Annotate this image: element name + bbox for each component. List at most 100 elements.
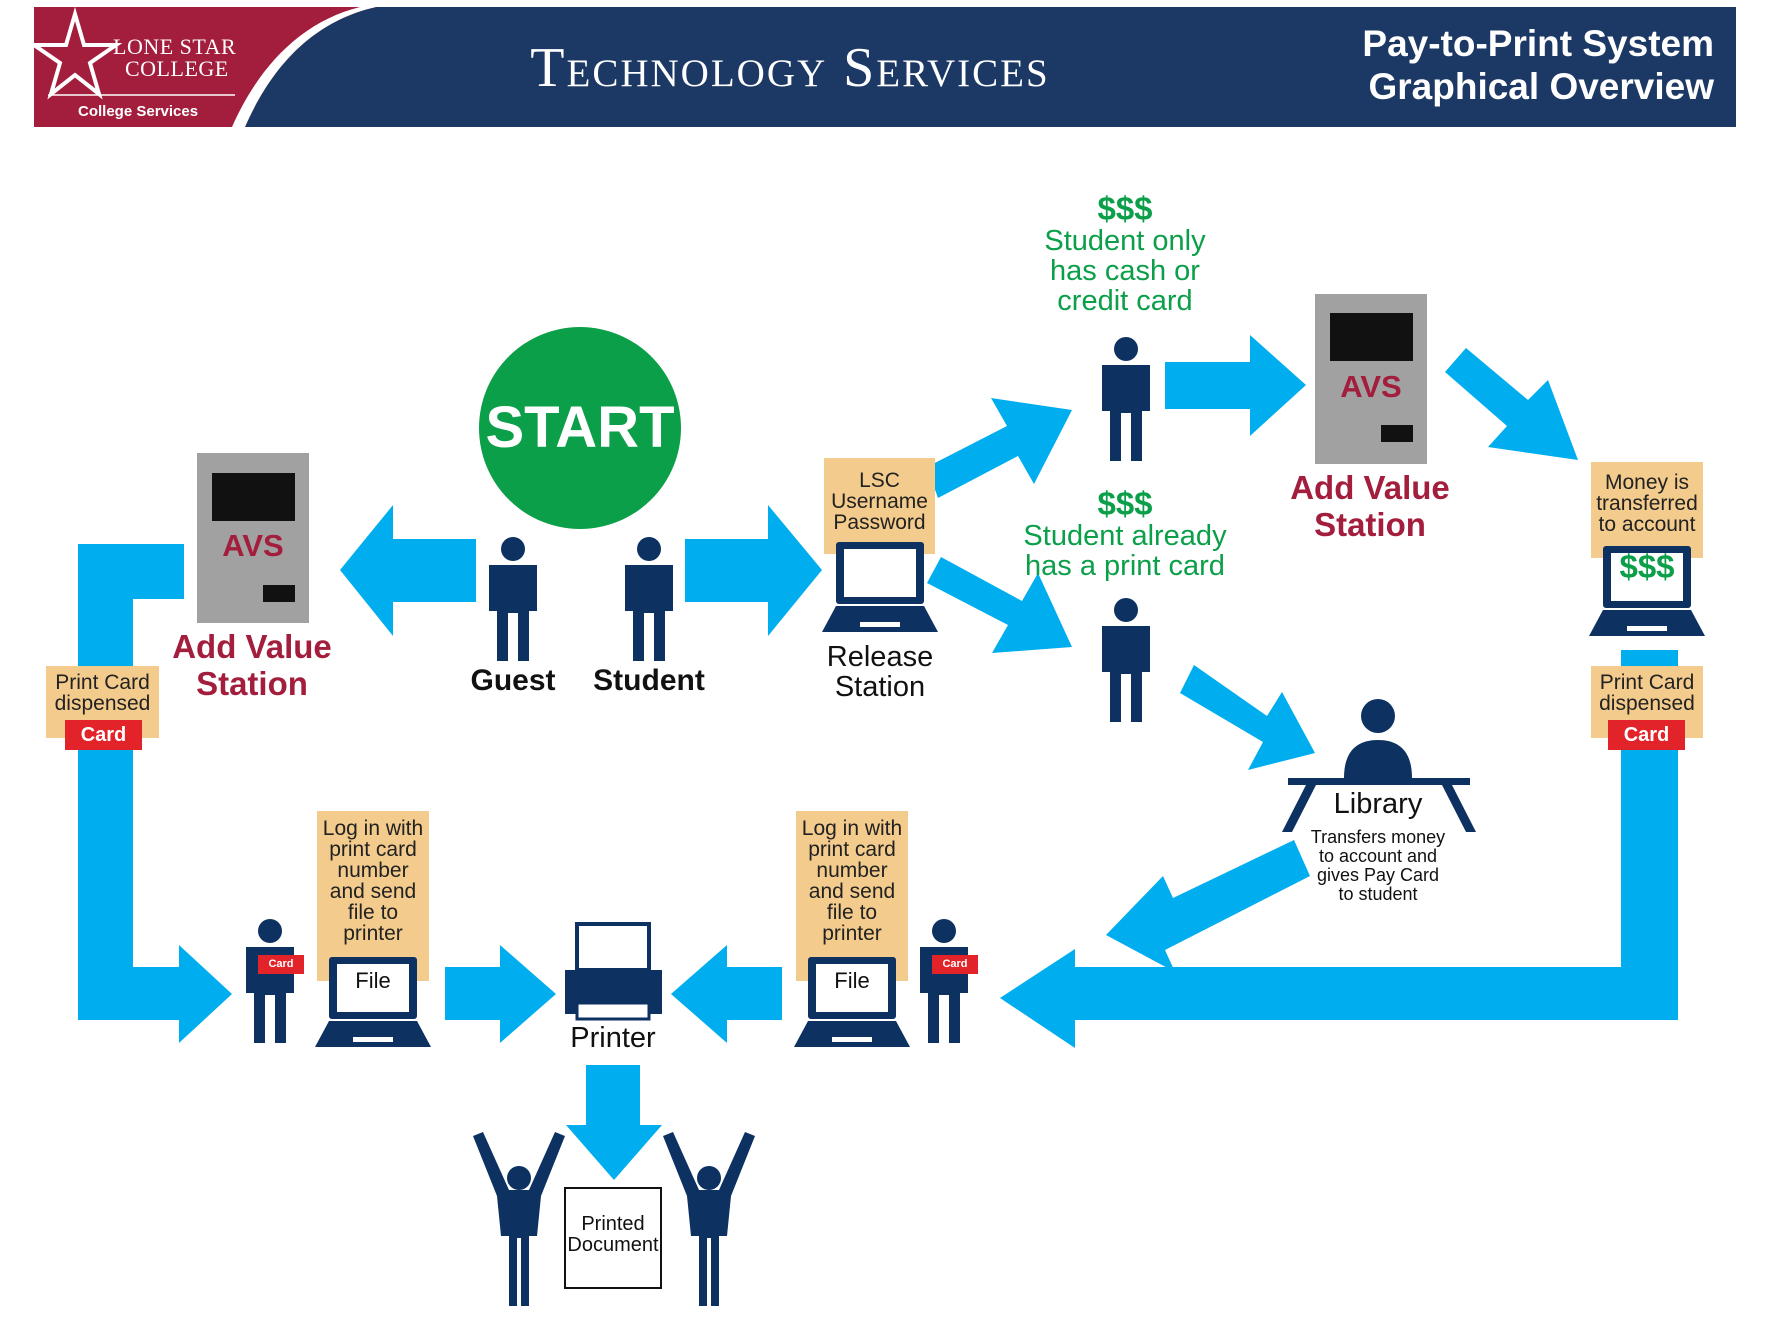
- login-left-line4: and send: [329, 880, 417, 903]
- login-left-card-tag: Card: [258, 955, 304, 974]
- arrow-right-loop: [1000, 650, 1678, 1048]
- login-right-note: Log in with print card number and send f…: [796, 818, 908, 944]
- page-title: Technology Services: [530, 37, 1050, 99]
- right-card-student-person-icon: [920, 919, 968, 1043]
- printer-icon: [565, 922, 662, 1021]
- logo-subtitle: College Services: [78, 103, 199, 120]
- card-branch-line1: Student already: [1023, 520, 1227, 552]
- library-line1: Transfers money: [1310, 827, 1446, 847]
- login-left-box: [317, 811, 429, 981]
- library-title: Library: [1333, 788, 1423, 820]
- card-branch-text: Student already has a print card: [1010, 521, 1240, 581]
- avs-left-screen-label: AVS: [222, 528, 284, 563]
- left-dispense-line2: dispensed: [54, 692, 151, 715]
- library-line4: to student: [1338, 884, 1418, 904]
- release-station-label: Release Station: [800, 642, 960, 702]
- avs-right-title: Add Value Station: [1270, 469, 1470, 543]
- arrow-printer-to-document: [566, 1065, 662, 1180]
- card-student-person-icon: [1102, 598, 1150, 722]
- login-right-line6: printer: [822, 922, 882, 945]
- left-dispense-line1: Print Card: [55, 671, 150, 694]
- arrow-release-to-card-student: [927, 557, 1072, 653]
- login-right-line1: Log in with: [801, 817, 903, 840]
- logo-line1: LONE STAR: [113, 34, 237, 59]
- header-subtitle-line1: Pay-to-Print System: [1362, 23, 1714, 64]
- arrow-left-laptop-to-printer: [445, 945, 556, 1043]
- transfer-screen-dollars: $$$: [1619, 548, 1675, 585]
- arrow-guest-to-avs: [340, 505, 476, 636]
- right-dispense-line2: dispensed: [1599, 692, 1695, 715]
- login-left-line6: printer: [343, 922, 403, 945]
- right-dispense-card: Card: [1608, 720, 1685, 750]
- arrow-student-to-avs: [1165, 335, 1306, 436]
- arrow-avs-to-transfer: [1445, 348, 1578, 460]
- guest-person-icon: [489, 537, 537, 661]
- avs-left-title-line2: Station: [196, 665, 308, 702]
- login-right-file-label: File: [834, 968, 870, 993]
- release-laptop-icon: [822, 542, 938, 632]
- login-left-line1: Log in with: [322, 817, 424, 840]
- arrow-library-to-student: [1106, 840, 1310, 972]
- login-right-line2: print card: [808, 838, 896, 861]
- avs-left-title-line1: Add Value: [172, 628, 332, 665]
- avs-left-title: Add Value Station: [152, 628, 352, 702]
- arrow-right-laptop-to-printer: [671, 945, 782, 1043]
- library-text: Transfers money to account and gives Pay…: [1298, 828, 1458, 904]
- logo-panel: [34, 7, 376, 127]
- cash-branch-text: Student only has cash or credit card: [1020, 226, 1230, 316]
- printed-document-label: Printed Document: [565, 1214, 661, 1256]
- logo-star-icon: [27, 6, 123, 100]
- login-right-line4: and send: [808, 880, 896, 903]
- avs-right-title-line1: Add Value: [1290, 469, 1450, 506]
- release-note-box: [824, 458, 935, 554]
- left-dispense-note: Print Card dispensed: [46, 672, 159, 714]
- logo-swoosh: [232, 7, 376, 127]
- avs-right-screen-label: AVS: [1340, 369, 1402, 404]
- release-note: LSC Username Password: [824, 470, 935, 533]
- printed-document-line1: Printed: [581, 1213, 645, 1235]
- avs-right-title-line2: Station: [1314, 506, 1426, 543]
- printer-label: Printer: [570, 1022, 656, 1054]
- arrow-release-to-cash-student: [927, 398, 1072, 498]
- release-station-label-line2: Station: [834, 671, 926, 703]
- release-note-line1: LSC: [859, 469, 900, 492]
- library-line3: gives Pay Card: [1316, 865, 1440, 885]
- start-circle: [479, 327, 681, 529]
- printed-document-line2: Document: [567, 1234, 659, 1256]
- guest-label: Guest: [470, 664, 556, 697]
- login-right-box: [796, 811, 908, 981]
- release-note-line3: Password: [833, 511, 926, 534]
- library-line2: to account and: [1318, 846, 1438, 866]
- avs-machine-left: [197, 453, 309, 623]
- login-right-card-tag: Card: [932, 955, 978, 974]
- cheering-person-left-icon: [473, 1132, 565, 1306]
- card-branch-line2: has a print card: [1025, 550, 1225, 582]
- header-subtitle: Pay-to-Print System Graphical Overview: [1314, 22, 1714, 108]
- transfer-note: Money is transferred to account: [1591, 472, 1703, 535]
- login-left-file-label: File: [355, 968, 391, 993]
- login-left-line5: file to: [347, 901, 399, 924]
- login-left-line3: number: [337, 859, 409, 882]
- cash-branch-line2: has cash or: [1050, 255, 1200, 287]
- login-right-line5: file to: [826, 901, 878, 924]
- header-subtitle-line2: Graphical Overview: [1368, 66, 1714, 107]
- student-person-icon: [625, 537, 673, 661]
- release-station-label-line1: Release: [826, 641, 934, 673]
- cash-branch-line1: Student only: [1044, 225, 1206, 257]
- printed-document-icon: [564, 1187, 662, 1289]
- transfer-note-box: [1591, 462, 1703, 558]
- logo-line2: COLLEGE: [125, 56, 229, 81]
- login-left-note: Log in with print card number and send f…: [317, 818, 429, 944]
- right-dispense-line1: Print Card: [1599, 671, 1695, 694]
- transfer-note-line3: to account: [1598, 513, 1696, 536]
- transfer-note-line1: Money is: [1604, 471, 1690, 494]
- library-desk-icon: [1282, 699, 1476, 832]
- cash-branch-line3: credit card: [1057, 285, 1193, 317]
- right-dispense-note: Print Card dispensed: [1591, 672, 1703, 714]
- card-branch-dollars: $$$: [1097, 485, 1153, 522]
- transfer-note-line2: transferred: [1596, 492, 1698, 515]
- login-left-line2: print card: [329, 838, 417, 861]
- student-label: Student: [593, 664, 705, 697]
- cheering-person-right-icon: [663, 1132, 755, 1306]
